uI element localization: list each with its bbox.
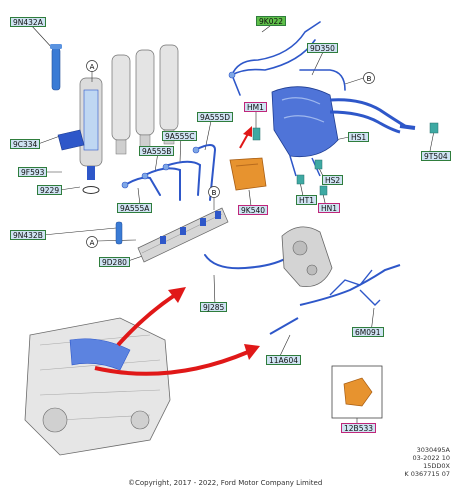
hm1-sensor (252, 127, 261, 141)
callout-6m091: 6M091 (352, 327, 384, 337)
callout-9n432b: 9N432B (10, 230, 46, 240)
callout-9j285: 9J285 (200, 302, 228, 312)
marker-a-label-2: A (90, 239, 95, 247)
callout-12b533: 12B533 (341, 423, 377, 433)
callout-9d350: 9D350 (307, 43, 338, 53)
marker-a-top: A (86, 60, 98, 82)
main-injector (79, 77, 103, 194)
footer-line-2: 03-2022 10 (412, 454, 451, 462)
callout-9d280: 9D280 (99, 257, 130, 267)
callout-9k540: 9K540 (238, 205, 269, 215)
injector-pipes (124, 144, 291, 270)
callout-9t504: 9T504 (421, 151, 451, 161)
red-arrows (94, 126, 260, 376)
callout-9a555b: 9A555B (139, 146, 175, 156)
callout-9f593: 9F593 (18, 167, 48, 177)
lower-sensors (296, 159, 328, 196)
rail-bolt (115, 221, 123, 245)
inset-box (331, 365, 383, 419)
callout-hs2: HS2 (322, 175, 344, 185)
footer-line-4: K 0367715 07 (404, 470, 450, 478)
callout-11a604: 11A604 (266, 355, 301, 365)
orange-bracket (229, 157, 267, 191)
callout-9a555d: 9A555D (197, 112, 233, 122)
marker-b-label: B (212, 189, 217, 197)
footer-line-1: 3030495A (416, 446, 450, 454)
return-pipes (231, 21, 346, 96)
injector-row (111, 44, 179, 141)
callout-hm1: HM1 (244, 102, 267, 112)
marker-a-mid: A (86, 236, 137, 248)
callout-9229: 9229 (37, 185, 63, 195)
marker-b-mid: B (208, 186, 220, 210)
marker-b-top: B (344, 72, 375, 85)
callout-ht1: HT1 (296, 195, 317, 205)
t504-sensor (429, 122, 439, 134)
marker-a-label: A (90, 63, 95, 71)
copyright-notice: ©Copyright, 2017 - 2022, Ford Motor Comp… (128, 479, 323, 487)
callout-9n432a: 9N432A (10, 17, 46, 27)
fuel-rail (137, 207, 229, 263)
callout-9a555a: 9A555A (117, 203, 153, 213)
engine-block (24, 317, 171, 456)
callout-hs1: HS1 (348, 132, 370, 142)
injector-clamp (57, 129, 85, 151)
fuel-pump-cluster (271, 86, 416, 177)
callout-9c334: 9C334 (10, 139, 41, 149)
callout-9k022: 9K022 (256, 16, 287, 26)
footer-codes: 3030495A 03-2022 10 15DD0X K 0367715 07 (388, 446, 450, 478)
marker-b-label-2: B (367, 75, 372, 83)
injector-bolt-top (50, 44, 62, 91)
callout-9a555c: 9A555C (162, 131, 198, 141)
wiring-harness (269, 264, 401, 335)
callout-hn1: HN1 (318, 203, 341, 213)
high-pressure-pump (281, 226, 333, 287)
footer-line-3: 15DD0X (423, 462, 450, 470)
